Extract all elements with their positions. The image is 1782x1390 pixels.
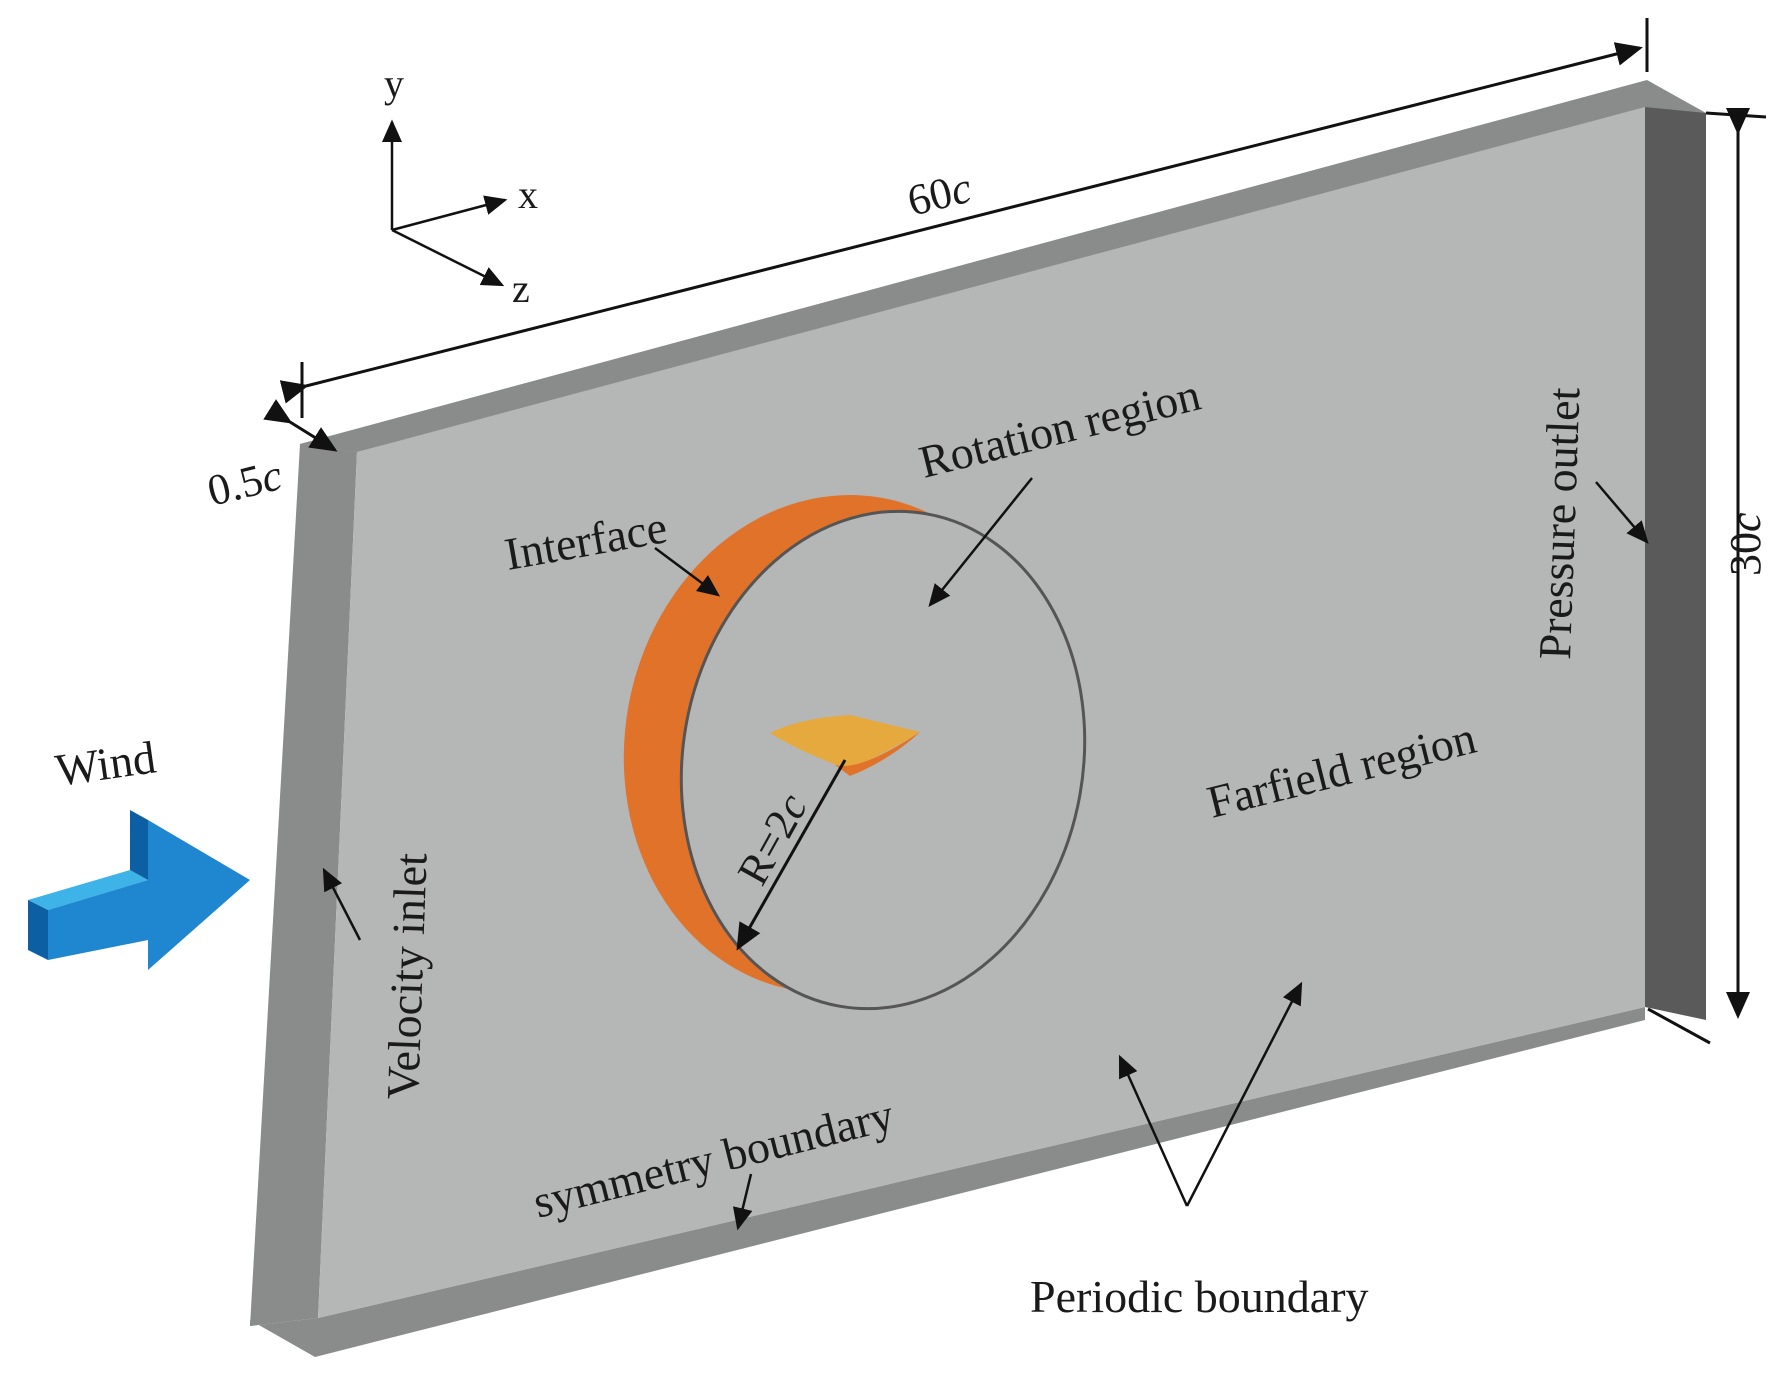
dimension-lines <box>263 18 1767 1045</box>
radius-dimension-line <box>736 759 847 951</box>
wind-label: Wind <box>52 731 158 795</box>
rotation-region-arrow <box>928 477 1033 607</box>
length-label: 60c <box>903 163 977 226</box>
airfoil-top <box>770 715 920 770</box>
interface-arrow <box>654 546 721 597</box>
periodic-arrow-2 <box>1185 981 1303 1207</box>
airfoil-icon <box>770 715 920 776</box>
rotation-region-face <box>679 509 1087 1011</box>
pressure-outlet-label: Pressure outlet <box>1529 386 1589 660</box>
x-axis-line <box>391 195 508 232</box>
y-axis-label: y <box>384 61 404 106</box>
velocity-inlet-label: Velocity inlet <box>377 852 437 1100</box>
thickness-label: 0.5c <box>203 450 288 516</box>
pressure-outlet-arrow <box>1595 481 1649 544</box>
periodic-boundary-label: Periodic boundary <box>1030 1271 1369 1322</box>
airfoil-underside <box>835 732 920 776</box>
z-axis-label: z <box>512 266 530 311</box>
coordinate-axes <box>382 119 508 287</box>
periodic-arrow-1 <box>1118 1054 1189 1207</box>
x-axis-label: x <box>518 172 538 217</box>
domain-bottom-face <box>250 1007 1645 1357</box>
wind-arrow-icon <box>28 810 250 970</box>
z-axis-line <box>391 228 505 287</box>
height-label: 30c <box>1721 512 1770 576</box>
velocity-inlet-arrow <box>322 867 362 941</box>
domain-right-face <box>1645 107 1706 1020</box>
thickness-dimension-line <box>263 399 338 452</box>
symmetry-boundary-arrow <box>732 1173 753 1231</box>
domain-left-face <box>250 444 357 1326</box>
length-dimension-line <box>279 42 1643 404</box>
callout-arrows <box>322 477 1649 1231</box>
